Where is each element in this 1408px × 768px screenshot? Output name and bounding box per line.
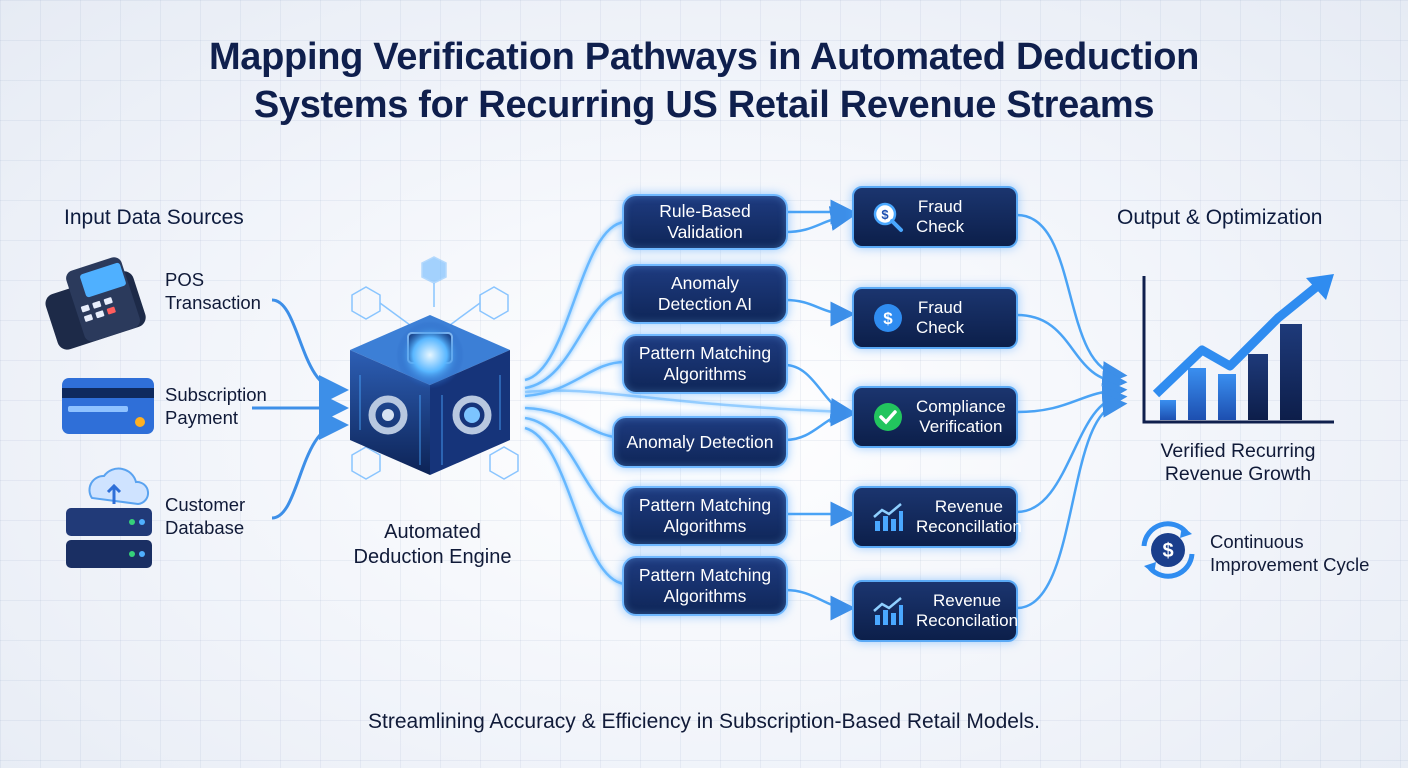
credit-card-icon [62, 378, 154, 434]
page-title-line-2: Systems for Recurring US Retail Revenue … [253, 84, 1155, 126]
pos-terminal-icon [45, 257, 146, 350]
growth-bars-icon [873, 503, 903, 531]
growth-chart-icon [1142, 274, 1334, 424]
checkmark-circle-icon [874, 403, 902, 431]
svg-text:$: $ [883, 309, 893, 328]
svg-text:$: $ [1162, 540, 1173, 562]
magnifier-dollar-icon: $ [873, 202, 903, 232]
processor-cube-icon [350, 256, 519, 480]
footer-tagline: Streamlining Accuracy & Efficiency in Su… [368, 710, 1040, 733]
cloud-database-icon [66, 467, 152, 568]
page-title-line-1: Mapping Verification Pathways in Automat… [208, 36, 1200, 78]
output-heading: Output & Optimization [1117, 206, 1323, 229]
svg-text:$: $ [881, 207, 889, 222]
pathway-anomaly-detection: Anomaly Detection [612, 416, 788, 468]
dollar-cycle-icon: $ [1141, 521, 1195, 579]
dollar-circle-icon: $ [874, 304, 902, 332]
growth-bars-icon [873, 597, 903, 625]
input-sources-heading: Input Data Sources [64, 206, 244, 229]
